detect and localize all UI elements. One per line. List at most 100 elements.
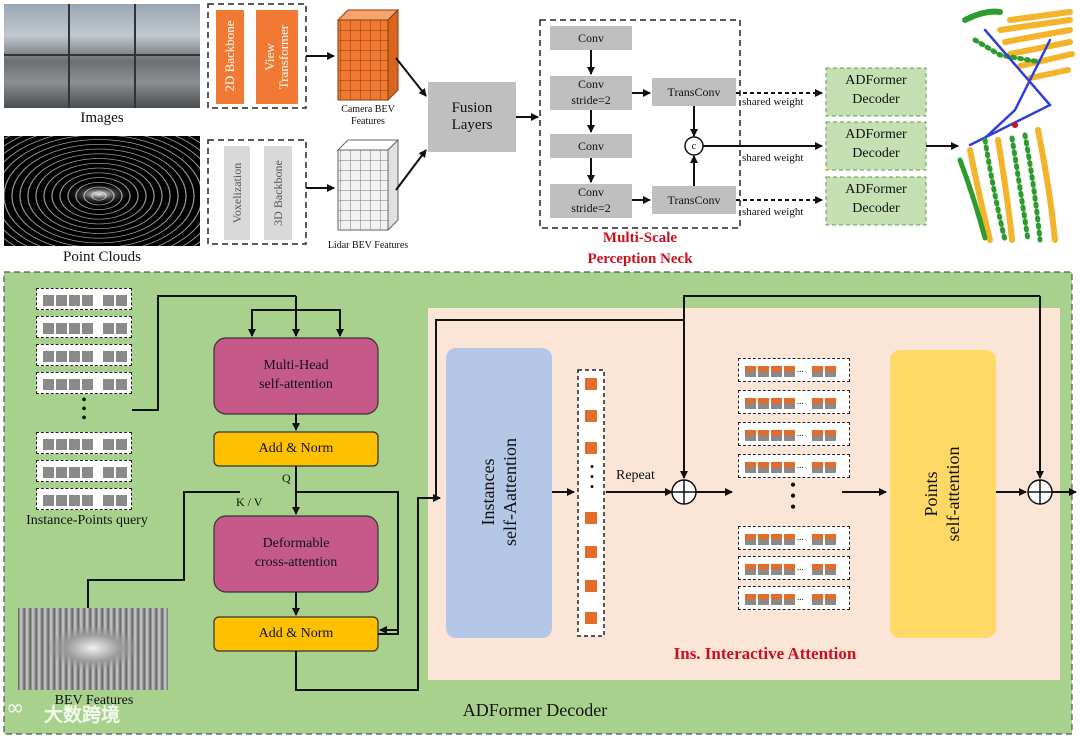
- neck-title-line1: Multi-Scale: [602, 230, 678, 246]
- backbone-2d-block: [216, 10, 244, 104]
- shared-weight-label-2: shared weight: [742, 152, 804, 164]
- conv-stride-2-label: Conv stride=2: [550, 184, 632, 218]
- conv-stride-1-label: Conv stride=2: [550, 76, 632, 110]
- decoder-3-block: [825, 176, 927, 226]
- q-label: Q: [282, 471, 291, 485]
- point-token-row: ...: [738, 526, 850, 550]
- query-label: Instance-Points query: [26, 513, 148, 528]
- query-token-row: [36, 316, 132, 338]
- conv-stride-2-line1: Conv: [577, 185, 604, 199]
- transconv-2-block: [652, 186, 736, 214]
- conv-stride-1-block: [550, 76, 632, 110]
- point-token-row: ...: [738, 586, 850, 610]
- decoder-3-line1: ADFormer: [845, 182, 907, 197]
- shared-weight-label-3: shared weight: [742, 206, 804, 218]
- conv-1-block: [550, 26, 632, 50]
- camera-images: [4, 4, 200, 108]
- query-ellipsis-dots: • • •: [81, 392, 87, 427]
- row-ellipsis: ...: [797, 364, 804, 374]
- deform-line2: cross-attention: [254, 555, 338, 570]
- point-token-row: ...: [738, 556, 850, 580]
- deform-label: Deformable cross-attention: [214, 534, 378, 574]
- instance-token-column: [577, 369, 605, 637]
- row-ellipsis: ...: [797, 562, 804, 572]
- point-token-row: ...: [738, 390, 850, 414]
- images-label: Images: [80, 110, 124, 126]
- conv-2-label: Conv: [577, 138, 604, 153]
- conv-stride-2-block: [550, 184, 632, 218]
- lidar-bev-label: Lidar BEV Features: [327, 240, 409, 251]
- points-line1: Points: [921, 471, 941, 517]
- backbone-2d-label: 2D Backbone: [222, 20, 237, 92]
- transconv-2-label: TransConv: [667, 192, 721, 207]
- transconv-1-label: TransConv: [667, 84, 721, 99]
- mhsa-label: Multi-Head self-attention: [214, 356, 378, 396]
- shared-weight-label-1: shared weight: [742, 96, 804, 108]
- point-clouds-label: Point Clouds: [63, 249, 141, 265]
- query-token-row: [36, 488, 132, 510]
- mhsa-line1: Multi-Head: [263, 358, 329, 373]
- decoder-2-line2: Decoder: [852, 146, 900, 161]
- voxelization-block: [224, 146, 250, 240]
- bev-features-image: [18, 608, 168, 690]
- mhsa-line2: self-attention: [259, 377, 333, 392]
- transconv-1-block: [652, 78, 736, 106]
- camera-bev-label: Camera BEV Features: [341, 104, 395, 127]
- query-token-row: [36, 288, 132, 310]
- row-ellipsis: ...: [797, 532, 804, 542]
- query-token-row: [36, 432, 132, 454]
- row-ellipsis: ...: [797, 428, 804, 438]
- point-token-row: ...: [738, 422, 850, 446]
- query-token-row: [36, 344, 132, 366]
- point-token-row: ...: [738, 358, 850, 382]
- backbone-3d-label: 3D Backbone: [270, 160, 285, 226]
- view-transformer-block: [256, 10, 298, 104]
- view-transformer-label: View Transformer: [262, 24, 291, 90]
- add-norm-2-label: Add & Norm: [258, 626, 334, 641]
- watermark-logo-icon: ∞: [6, 696, 25, 721]
- row-ellipsis: ...: [797, 592, 804, 602]
- kv-label: K / V: [236, 495, 263, 509]
- ins-interactive-title: Ins. Interactive Attention: [673, 644, 857, 663]
- instance-tokens: [585, 378, 597, 624]
- points-sa-block: [890, 350, 996, 638]
- point-rows-dots: • • •: [789, 475, 797, 517]
- conv-stride-2-line2: stride=2: [571, 201, 611, 215]
- conv-1-label: Conv: [577, 30, 604, 45]
- watermark-text: 大数跨境: [44, 704, 121, 726]
- deform-line1: Deformable: [262, 536, 330, 551]
- fusion-layers-label: Fusion Layers: [451, 100, 493, 133]
- points-line2: self-attention: [943, 446, 963, 542]
- decoder-1-block: [825, 67, 927, 117]
- neck-title-line2: Perception Neck: [587, 251, 693, 267]
- backbone-3d-block: [264, 146, 292, 240]
- neck-box: [539, 19, 741, 229]
- point-cloud-image: [4, 136, 200, 246]
- instances-sa-block: [446, 348, 552, 638]
- row-ellipsis: ...: [797, 460, 804, 470]
- row-ellipsis: ...: [797, 396, 804, 406]
- conv-stride-1-line1: Conv: [577, 77, 604, 91]
- bev-features-label: BEV Features: [54, 693, 134, 708]
- repeat-label: Repeat: [616, 468, 655, 483]
- add-norm-1-label: Add & Norm: [258, 441, 334, 456]
- decoder-title: ADFormer Decoder: [462, 700, 608, 720]
- voxelization-label: Voxelization: [229, 162, 244, 224]
- decoder-1-line1: ADFormer: [845, 73, 907, 88]
- conv-stride-1-line2: stride=2: [571, 93, 611, 107]
- conv-2-block: [550, 134, 632, 158]
- query-token-row: [36, 460, 132, 482]
- point-token-row: ...: [738, 454, 850, 478]
- decoder-3-line2: Decoder: [852, 201, 900, 216]
- camera-bev-cube: [336, 8, 400, 102]
- instance-column-dots: • • •: [589, 459, 595, 494]
- decoder-2-line1: ADFormer: [845, 127, 907, 142]
- instances-line1: Instances: [478, 458, 498, 526]
- query-token-row: [36, 372, 132, 394]
